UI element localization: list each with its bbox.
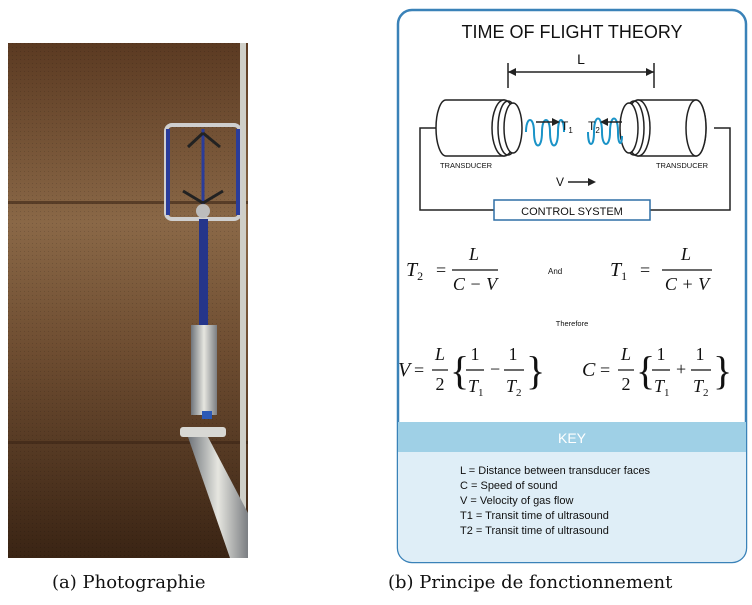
svg-text:C: C bbox=[582, 359, 596, 381]
therefore-label: Therefore bbox=[556, 319, 589, 328]
key-item: C = Speed of sound bbox=[460, 480, 558, 492]
svg-text:}: } bbox=[526, 348, 545, 393]
svg-text:−: − bbox=[490, 359, 500, 379]
svg-text:C − V: C − V bbox=[453, 274, 499, 294]
svg-text:T2: T2 bbox=[506, 376, 522, 399]
key-area bbox=[398, 452, 746, 562]
left-wave bbox=[525, 119, 565, 147]
svg-text:L: L bbox=[468, 244, 479, 264]
right-transducer-label: TRANSDUCER bbox=[656, 161, 709, 170]
length-label: L bbox=[577, 51, 585, 67]
svg-text:2: 2 bbox=[436, 374, 445, 394]
svg-text:L: L bbox=[620, 344, 631, 364]
svg-text:{: { bbox=[450, 348, 469, 393]
control-system-label: CONTROL SYSTEM bbox=[521, 206, 623, 218]
diagram-title: TIME OF FLIGHT THEORY bbox=[461, 22, 682, 42]
key-item: T2 = Transit time of ultrasound bbox=[460, 525, 609, 537]
svg-text:1: 1 bbox=[509, 344, 518, 364]
formula-c: C = L 2 { 1 T1 + 1 T2 } bbox=[582, 344, 732, 399]
t1-label: T1 bbox=[561, 119, 573, 135]
svg-text:=: = bbox=[600, 360, 610, 380]
svg-text:C + V: C + V bbox=[665, 274, 711, 294]
key-band bbox=[398, 422, 746, 452]
svg-text:{: { bbox=[636, 348, 655, 393]
svg-text:1: 1 bbox=[657, 344, 666, 364]
velocity-label: V bbox=[556, 175, 564, 189]
formula-t1: T1 = L C + V bbox=[610, 244, 712, 294]
svg-text:T2: T2 bbox=[406, 259, 423, 283]
svg-text:T1: T1 bbox=[654, 376, 670, 399]
diagram-caption: (b) Principe de fonctionnement bbox=[388, 572, 673, 593]
svg-text:1: 1 bbox=[471, 344, 480, 364]
svg-text:}: } bbox=[713, 348, 732, 393]
photo-caption: (a) Photographie bbox=[52, 572, 206, 593]
svg-text:L: L bbox=[434, 344, 445, 364]
right-transducer bbox=[619, 99, 707, 157]
svg-text:=: = bbox=[640, 260, 650, 280]
svg-text:2: 2 bbox=[622, 374, 631, 394]
svg-text:1: 1 bbox=[696, 344, 705, 364]
svg-text:T1: T1 bbox=[610, 259, 627, 283]
left-transducer-label: TRANSDUCER bbox=[440, 161, 493, 170]
left-transducer bbox=[435, 99, 523, 157]
svg-text:V: V bbox=[398, 359, 413, 381]
svg-text:=: = bbox=[436, 260, 446, 280]
time-of-flight-diagram: TIME OF FLIGHT THEORY L TRANSDUCER TRANS… bbox=[396, 8, 748, 564]
formula-t2: T2 = L C − V bbox=[406, 244, 499, 294]
anemometer-photo bbox=[8, 43, 248, 558]
svg-text:T2: T2 bbox=[693, 376, 709, 399]
formula-v: V = L 2 { 1 T1 − 1 T2 } bbox=[398, 344, 545, 399]
key-title: KEY bbox=[558, 430, 587, 446]
key-item: V = Velocity of gas flow bbox=[460, 495, 573, 507]
control-system-box bbox=[493, 199, 651, 221]
and-label: And bbox=[548, 267, 562, 276]
svg-text:+: + bbox=[676, 359, 686, 379]
t2-label: T2 bbox=[588, 119, 600, 135]
right-wave bbox=[587, 117, 623, 145]
key-item: L = Distance between transducer faces bbox=[460, 465, 651, 477]
svg-text:T1: T1 bbox=[468, 376, 484, 399]
svg-text:=: = bbox=[414, 360, 424, 380]
svg-text:L: L bbox=[680, 244, 691, 264]
key-item: T1 = Transit time of ultrasound bbox=[460, 510, 609, 522]
